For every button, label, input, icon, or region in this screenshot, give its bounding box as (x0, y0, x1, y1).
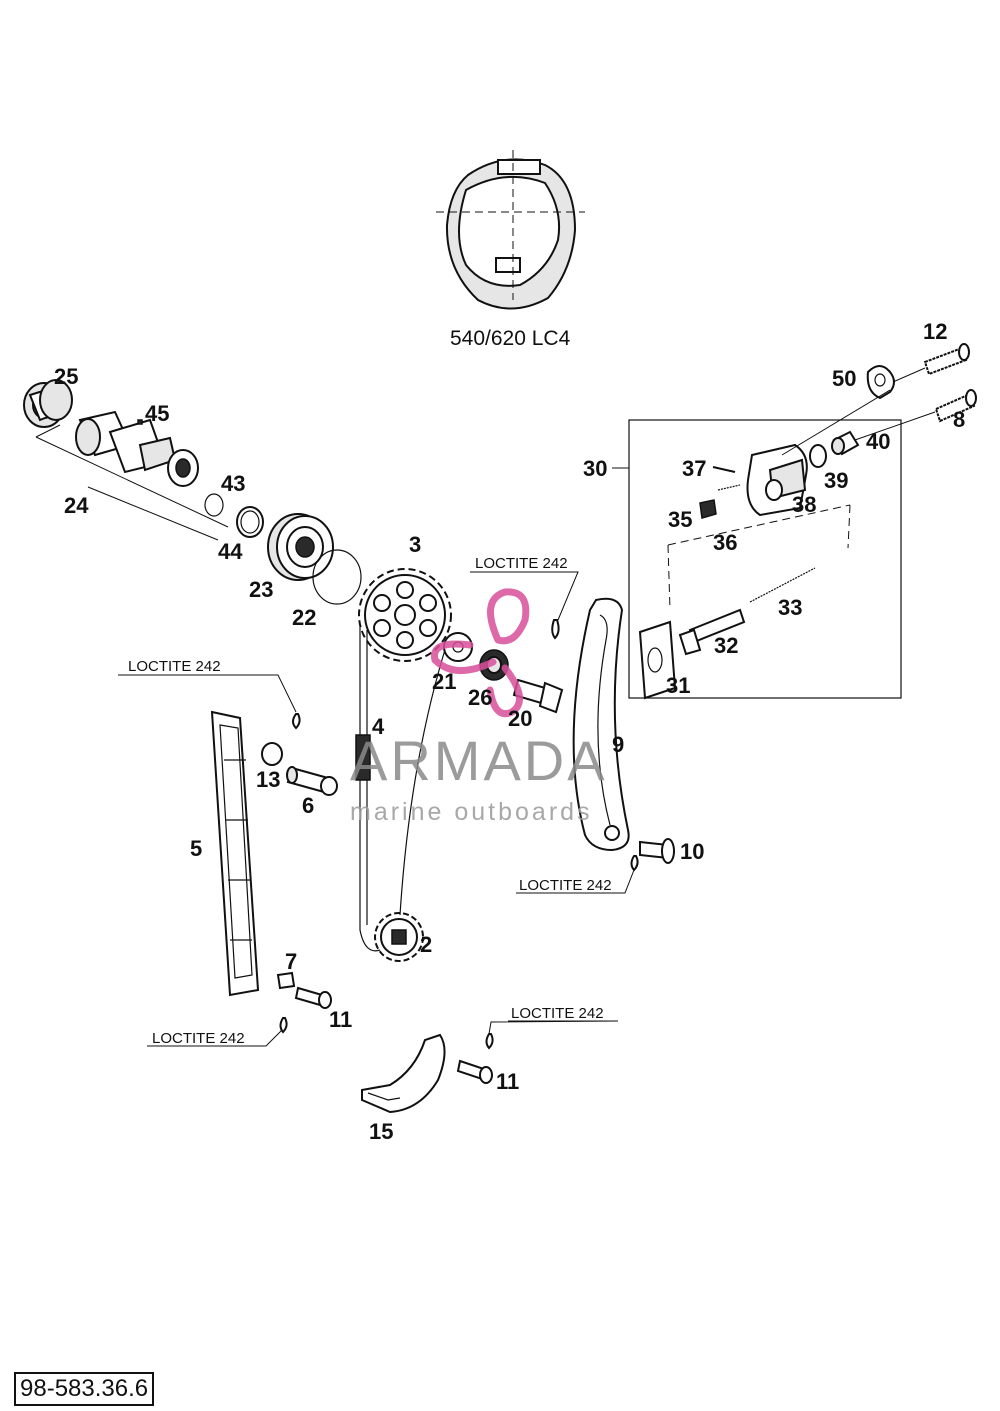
callout-8: 8 (953, 407, 965, 432)
loctite-label: LOCTITE 242 (152, 1030, 245, 1047)
bolt-8 (934, 389, 977, 423)
callout-12: 12 (923, 319, 947, 344)
callout-13: 13 (256, 767, 280, 792)
callout-24: 24 (64, 493, 89, 518)
tensioner-kit-box (628, 419, 902, 699)
bolt-11-lower-left (294, 986, 332, 1009)
callout-43: 43 (221, 471, 245, 496)
tensioner-rail (572, 597, 630, 852)
callout-numbers: 2 3 4 5 6 7 8 9 10 11 11 12 13 15 20 21 … (54, 319, 965, 1144)
tensioner-kit-parts (638, 430, 860, 700)
camshaft-group (23, 379, 362, 605)
bolt-11-lower-right (456, 1059, 493, 1084)
leader-lines (118, 367, 936, 1047)
clip-50 (866, 365, 895, 400)
bolt-10 (639, 838, 675, 864)
pivot-bolt-6 (286, 766, 338, 796)
camshaft-sprocket (358, 568, 452, 662)
callout-31: 31 (666, 673, 690, 698)
diagram-reference-code: 98-583.36.6 (14, 1372, 155, 1406)
propeller-logo (430, 588, 530, 718)
callout-25: 25 (54, 364, 78, 389)
watermark: ARMADA marine outboards (350, 588, 608, 826)
callout-5: 5 (190, 836, 202, 861)
callout-22: 22 (292, 605, 316, 630)
watermark-tagline: marine outboards (350, 798, 593, 826)
callout-35: 35 (668, 507, 692, 532)
callout-3: 3 (409, 532, 421, 557)
loctite-label: LOCTITE 242 (475, 555, 568, 572)
callout-45: 45 (145, 401, 169, 426)
bolt-12 (923, 343, 970, 376)
callout-10: 10 (680, 839, 704, 864)
callout-33: 33 (778, 595, 802, 620)
callout-11: 11 (496, 1069, 519, 1094)
washer-13 (261, 742, 283, 766)
loctite-label: LOCTITE 242 (519, 877, 612, 894)
crankshaft-sprocket (374, 912, 424, 962)
timing-chain (355, 625, 449, 952)
callout-37: 37 (682, 456, 706, 481)
callout-36: 36 (713, 530, 737, 555)
callout-40: 40 (866, 429, 890, 454)
cam-housing-illustration (436, 150, 585, 310)
callout-26: 26 (468, 685, 492, 710)
callout-50: 50 (832, 366, 856, 391)
callout-39: 39 (824, 468, 848, 493)
callout-44: 44 (218, 539, 243, 564)
callout-7: 7 (285, 949, 297, 974)
callout-6: 6 (302, 793, 314, 818)
watermark-brand: ARMADA (350, 729, 608, 792)
callout-23: 23 (249, 577, 273, 602)
callout-15: 15 (369, 1119, 393, 1144)
callout-32: 32 (714, 633, 738, 658)
callout-38: 38 (792, 492, 816, 517)
nut-7 (276, 971, 296, 990)
loctite-label: LOCTITE 242 (511, 1005, 604, 1022)
callout-4: 4 (372, 714, 385, 739)
chain-guide-15 (361, 1033, 446, 1114)
loctite-drops (279, 619, 639, 1050)
model-label: 540/620 LC4 (450, 327, 571, 350)
callout-20: 20 (508, 706, 532, 731)
callout-2: 2 (420, 932, 432, 957)
callout-30: 30 (583, 456, 607, 481)
loctite-label: LOCTITE 242 (128, 658, 221, 675)
callout-9: 9 (612, 732, 624, 757)
callout-11: 11 (329, 1007, 352, 1032)
callout-21: 21 (432, 669, 456, 694)
chain-guide-rail (210, 710, 260, 997)
